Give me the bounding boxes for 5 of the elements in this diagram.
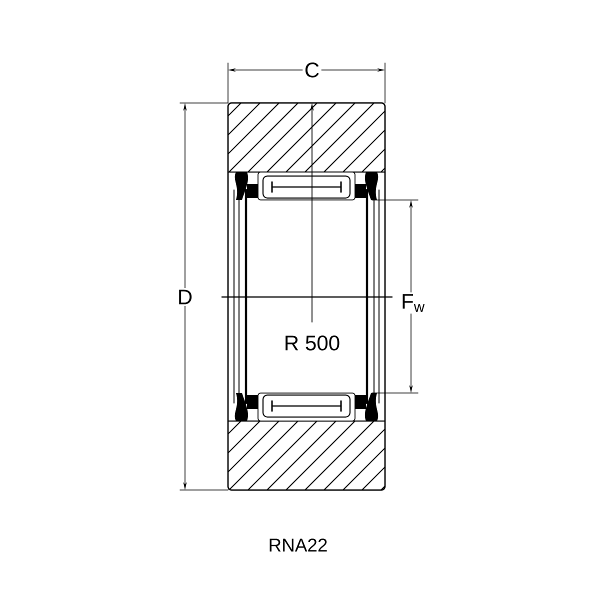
radius-label: R 500 (282, 334, 342, 352)
dimension-label: F$_{w}$ (399, 292, 427, 314)
dimension-label: C (302, 60, 322, 80)
caption: RNA22 (270, 538, 327, 552)
dimension-label: D (176, 288, 194, 306)
